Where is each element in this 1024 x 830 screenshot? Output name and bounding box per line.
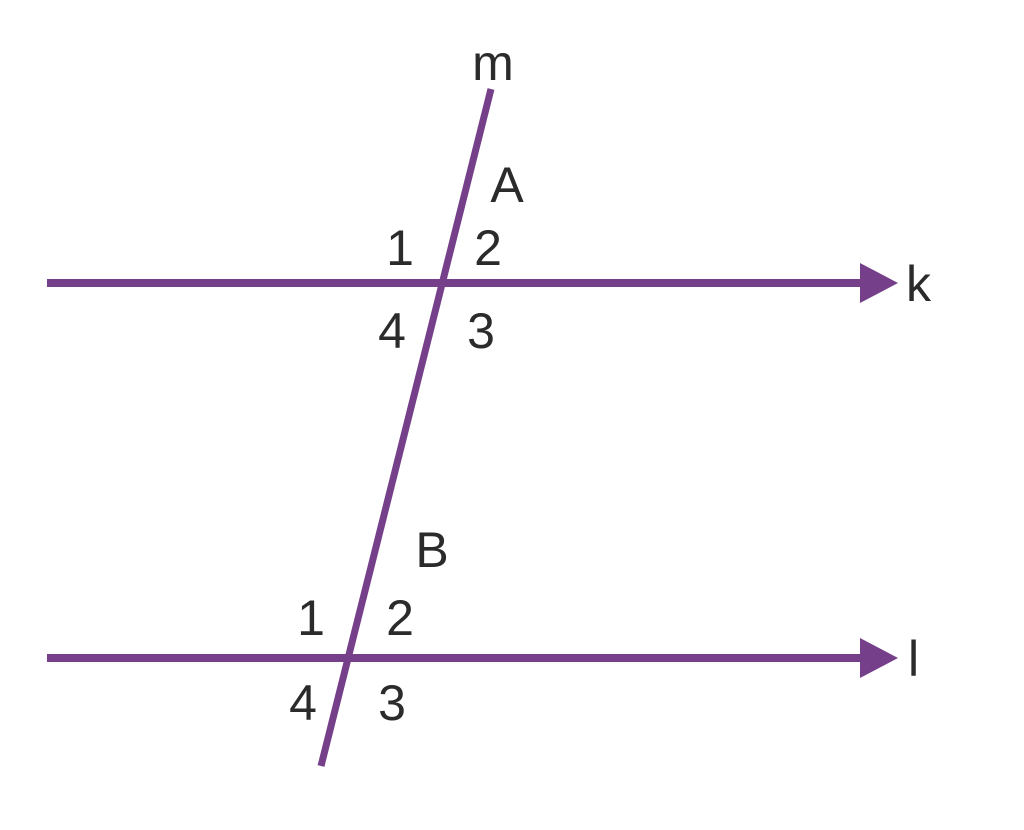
line-k-arrowhead xyxy=(860,263,898,303)
line-m-label: m xyxy=(472,35,514,91)
point-a-label: A xyxy=(490,157,524,213)
angle-label-upper-1: 1 xyxy=(386,220,414,276)
line-m xyxy=(317,88,495,767)
angle-label-lower-3: 3 xyxy=(378,675,406,731)
line-k-label: k xyxy=(906,256,932,312)
angle-label-upper-2: 2 xyxy=(474,220,502,276)
angle-label-lower-1: 1 xyxy=(297,590,325,646)
angle-label-lower-4: 4 xyxy=(289,675,317,731)
point-b-label: B xyxy=(415,522,448,578)
angle-label-upper-3: 3 xyxy=(467,303,495,359)
line-l-arrowhead xyxy=(860,638,898,678)
line-l-label: l xyxy=(908,631,919,687)
angle-label-lower-2: 2 xyxy=(386,590,414,646)
angle-label-upper-4: 4 xyxy=(378,303,406,359)
